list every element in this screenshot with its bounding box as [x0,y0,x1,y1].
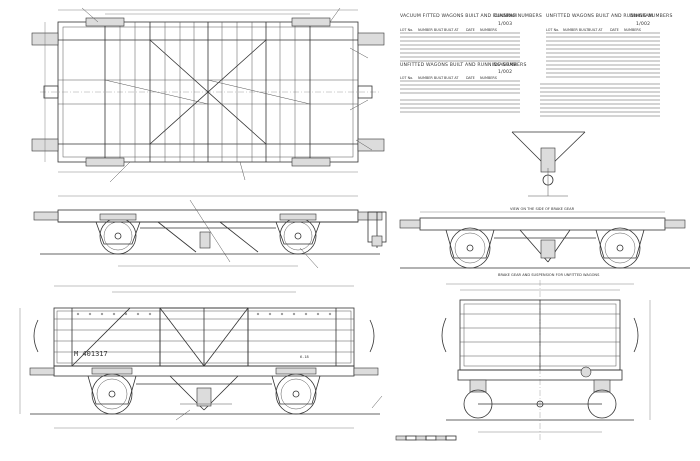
brake-suspension-title: BRAKE GEAR AND SUSPENSION FOR UNFITTED W… [498,273,600,277]
table-unfitted-right-header-built: NUMBER BUILT [563,28,589,32]
brake-gear-side-view: BRAKE GEAR AND SUSPENSION FOR UNFITTED W… [399,211,690,277]
table-unfitted-left-header-at: BUILT AT [444,76,459,80]
table-fitted-header-numbers: NUMBERS [480,28,497,32]
table-fitted-header-at: BUILT AT [444,28,459,32]
notes-block [400,83,660,117]
table-unfitted-left-diagram: DIAGRAM [494,62,517,68]
scale-bar [395,435,457,441]
table-unfitted-right-diagram: DIAGRAM [630,13,653,19]
table-unfitted-left-header-date: DATE [466,76,475,80]
wagon-side-elevation: M 401317 6-18 [19,285,383,429]
underframe-side-view [33,195,383,269]
wagon-number: M 401317 [74,350,108,358]
table-unfitted-right-title: UNFITTED WAGONS BUILT AND RUNNING NUMBER… [546,13,673,19]
table-unfitted-right-header-date: DATE [610,28,619,32]
table-fitted-header-date: DATE [466,28,475,32]
plan-view [31,7,385,183]
brake-gear-detail: VIEW ON THE SIDE OF BRAKE GEAR [510,131,586,211]
table-unfitted-right-diagram-no: 1/002 [636,21,650,27]
table-unfitted-right-header-numbers: NUMBERS [624,28,641,32]
table-unfitted-right-header-lot: LOT No. [546,28,559,32]
table-unfitted-left-header-lot: LOT No. [400,76,413,80]
table-unfitted-left-header-numbers: NUMBERS [480,76,497,80]
table-fitted-header-built: NUMBER BUILT [418,28,444,32]
table-unfitted-left-diagram-no: 1/002 [498,69,512,75]
small-end-detail [367,211,387,248]
table-fitted-diagram: DIAGRAM [494,13,517,19]
number-plate: 6-18 [300,355,309,359]
table-unfitted-left: UNFITTED WAGONS BUILT AND RUNNING NUMBER… [400,62,527,94]
table-fitted-header-lot: LOT No. [400,28,413,32]
table-unfitted-right-header-at: BUILT AT [588,28,603,32]
table-unfitted-left-title: UNFITTED WAGONS BUILT AND RUNNING NUMBER… [400,62,527,68]
table-fitted-diagram-no: 1/003 [498,21,512,27]
table-fitted-title: VACUUM FITTED WAGONS BUILT AND RUNNING N… [400,13,542,19]
table-unfitted-right: UNFITTED WAGONS BUILT AND RUNNING NUMBER… [546,13,673,78]
table-fitted-left: VACUUM FITTED WAGONS BUILT AND RUNNING N… [400,13,542,62]
wagon-end-elevation [441,280,651,440]
table-unfitted-left-header-built: NUMBER BUILT [418,76,444,80]
brake-gear-view-title: VIEW ON THE SIDE OF BRAKE GEAR [510,207,575,211]
